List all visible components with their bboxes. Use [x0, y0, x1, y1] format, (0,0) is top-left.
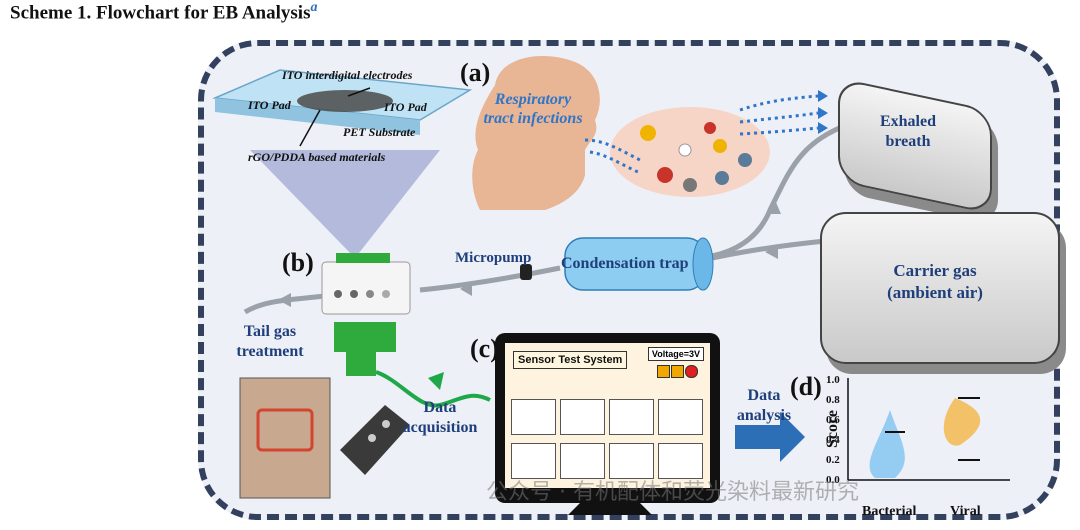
photo-highlight — [256, 408, 314, 452]
violin-viral — [943, 398, 981, 446]
violin-bacterial — [869, 410, 905, 478]
response-plot — [658, 399, 703, 435]
ytick-2: 0.4 — [826, 434, 840, 446]
ito-pad-left-label: ITO Pad — [248, 98, 291, 112]
chamber-well — [366, 290, 374, 298]
molecule-atom — [715, 171, 729, 185]
panel-label-b: (b) — [282, 248, 314, 277]
chip-hole — [382, 420, 390, 428]
condensation-trap-label: Condensation trap — [561, 255, 689, 272]
monitor: Sensor Test System Voltage=3V — [495, 333, 720, 503]
rgo-material-label: rGO/PDDA based materials — [248, 150, 386, 164]
rgo-film — [297, 90, 393, 112]
caption-footnote: a — [310, 0, 318, 15]
flow-arrow-head — [769, 200, 781, 214]
ytick-4: 0.8 — [826, 394, 840, 406]
tail-gas-label: Tail gas treatment — [236, 323, 304, 360]
data-acquisition-label: Data acquisition — [402, 399, 478, 436]
carrier-gas-box — [820, 212, 1060, 364]
molecule-atom — [713, 139, 727, 153]
response-plot — [511, 399, 556, 435]
micropump-label: Micropump — [455, 250, 532, 266]
response-plot — [511, 443, 556, 479]
infection-label: Respiratory tract infections — [483, 91, 583, 127]
response-plot — [658, 443, 703, 479]
molecule-atom — [683, 178, 697, 192]
panel-label-d: (d) — [790, 372, 822, 401]
molecule-atom — [657, 167, 673, 183]
response-plot — [560, 399, 605, 435]
response-plot — [609, 399, 654, 435]
analysis-arrow — [735, 412, 805, 462]
pump-tube — [419, 265, 561, 293]
molecule-atom — [704, 122, 716, 134]
watermark: 公众号 · 有机配体和荧光染料最新研究 — [486, 480, 859, 505]
head-silhouette — [472, 55, 600, 211]
breath-flow-arrow — [739, 94, 819, 112]
caption-title: Scheme 1. Flowchart for EB Analysis — [10, 2, 311, 24]
arrow-head — [818, 122, 828, 134]
micropump — [520, 264, 532, 280]
acquisition-arrow — [375, 370, 491, 408]
sensor-chamber — [321, 261, 411, 315]
data-analysis-label: Data analysis — [736, 387, 792, 424]
category-bacterial: Bacterial — [862, 504, 917, 519]
breath-flow-arrow — [739, 126, 819, 136]
ito-pad-right-label: ITO Pad — [384, 100, 427, 114]
breath-tube — [711, 119, 856, 259]
acquisition-arrow-head — [428, 372, 444, 390]
electrode-chip-side — [215, 98, 420, 135]
chamber-pcb-top — [336, 253, 390, 263]
projection-cone — [250, 150, 440, 258]
software-title: Sensor Test System — [513, 351, 628, 369]
ytick-0: 0.0 — [826, 474, 840, 486]
device-photo — [239, 377, 331, 499]
flow-arrow-head — [460, 282, 472, 296]
trap-end-cap — [692, 237, 714, 291]
category-viral: Viral — [950, 504, 981, 519]
tail-tube — [243, 293, 326, 315]
voltage-readout: Voltage=3V — [647, 347, 704, 361]
chamber-pcb-tail — [346, 352, 376, 376]
exhaled-breath-label: Exhaled breath — [879, 113, 936, 150]
response-plot — [560, 443, 605, 479]
figure-caption: Scheme 1. Flowchart for EB Analysisa — [10, 0, 317, 24]
play-button[interactable] — [657, 365, 670, 378]
pointer-line — [299, 109, 321, 147]
chamber-pcb-bottom — [334, 322, 396, 352]
ytick-1: 0.2 — [826, 454, 840, 466]
carrier-gas-label: Carrier gas (ambient air) — [887, 261, 983, 302]
molecule-atom — [678, 143, 692, 157]
flow-arrow-head — [765, 245, 778, 259]
sensor-software-screen: Sensor Test System Voltage=3V — [505, 343, 710, 488]
molecule-atom — [640, 125, 656, 141]
molecule-atom — [738, 153, 752, 167]
pointer-line — [347, 87, 371, 97]
record-button[interactable] — [685, 365, 698, 378]
chip-hole — [368, 434, 376, 442]
breath-flow-arrow — [584, 138, 641, 162]
interdigital-label: ITO interdigital electrodes — [282, 68, 413, 82]
arrow-head — [818, 107, 828, 119]
pet-substrate-label: PET Substrate — [343, 125, 416, 139]
arrow-head — [818, 90, 828, 102]
chamber-well — [382, 290, 390, 298]
panel-label-a: (a) — [460, 58, 491, 87]
ytick-5: 1.0 — [826, 374, 840, 386]
breath-flow-arrow — [739, 111, 819, 124]
chamber-well — [334, 290, 342, 298]
panel-label-c: (c) — [470, 334, 499, 363]
response-plot — [609, 443, 654, 479]
pause-button[interactable] — [671, 365, 684, 378]
chamber-well — [350, 290, 358, 298]
monitor-stand — [568, 503, 652, 515]
ytick-3: 0.6 — [826, 414, 840, 426]
flow-arrow-head — [278, 293, 291, 307]
